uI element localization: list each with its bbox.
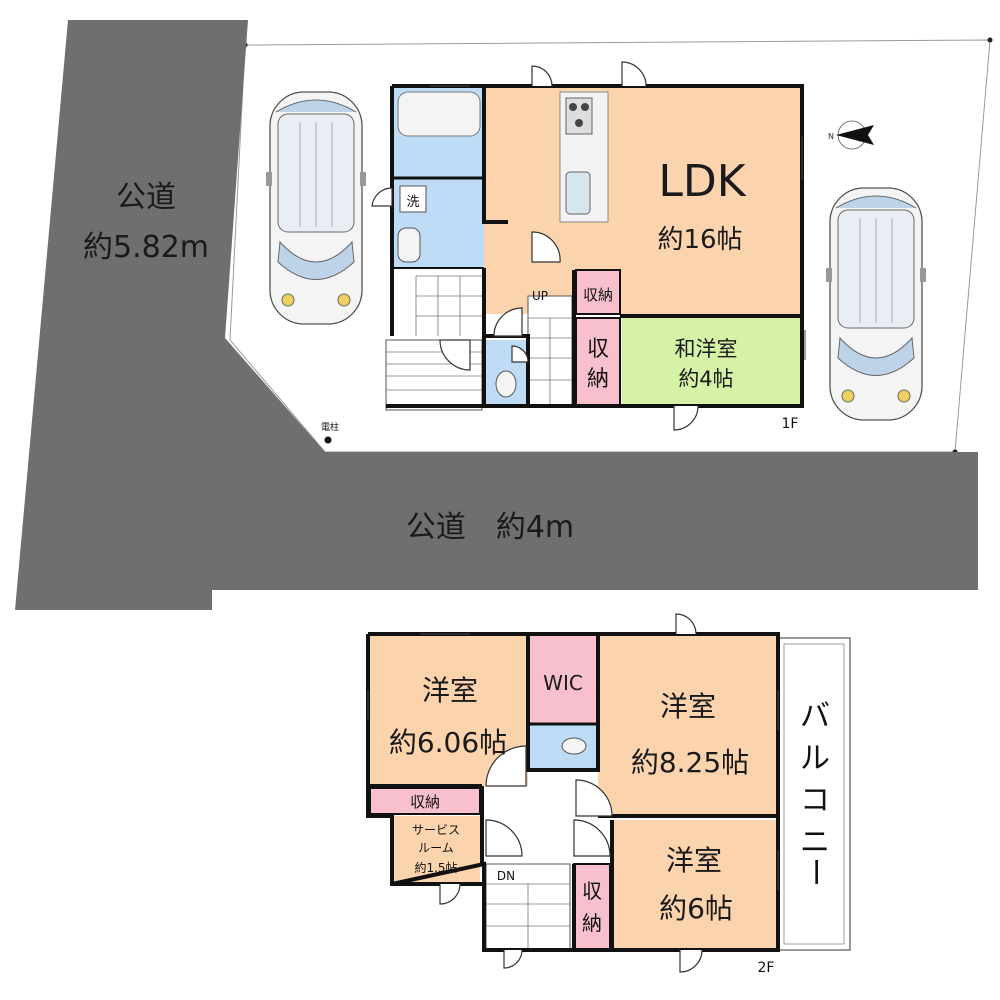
road-bottom-label: 公道 約4m: [406, 510, 574, 545]
balcony: [777, 637, 851, 951]
entrance-hall: [394, 268, 484, 336]
floor-2f: 洋室 約6.06帖 WIC 洋室 約8.25帖 収納 サービス ルーム 約1.5…: [366, 613, 851, 976]
utility-pole: 電柱: [321, 421, 339, 444]
wic-label: WIC: [543, 671, 583, 695]
room-wic: [528, 636, 598, 724]
room-ldk: [484, 88, 802, 314]
road-left-width: 約5.82m: [83, 230, 209, 265]
basin-icon: [397, 227, 421, 263]
floor-1f: 洗 UP 収納 収 納: [371, 61, 806, 432]
car-left-icon: [266, 91, 366, 325]
svg-text:コ: コ: [800, 783, 830, 818]
floor-1f-label: 1F: [782, 416, 799, 432]
road-left-name: 公道: [116, 180, 176, 215]
room-a-name: 洋室: [422, 674, 478, 707]
svg-text:N: N: [828, 132, 834, 141]
svg-text:納: 納: [582, 911, 602, 935]
public-road-left: [15, 20, 978, 610]
room-b-size: 約8.25帖: [631, 746, 749, 779]
room-a-size: 約6.06帖: [389, 726, 507, 759]
storage-2f-tall: [573, 863, 611, 951]
utility-pole-label: 電柱: [321, 421, 339, 433]
bathtub-icon: [397, 91, 481, 137]
service-room-line2: ルーム: [418, 841, 454, 855]
storage-1f-tall: [575, 317, 621, 407]
stairs-dn-label: DN: [497, 869, 515, 883]
washer-label: 洗: [406, 195, 419, 210]
service-room-line3: 約1.5帖: [414, 860, 457, 875]
room-c-name: 洋室: [666, 844, 722, 877]
room-western-c: [612, 820, 778, 950]
room-japanese-western: [622, 318, 802, 406]
svg-text:ル: ル: [800, 741, 830, 776]
service-room-line1: サービス: [412, 823, 460, 837]
svg-text:ニ: ニ: [800, 825, 830, 860]
service-room: [392, 816, 480, 882]
svg-text:納: 納: [587, 367, 609, 392]
toilet-2f-icon: [561, 737, 587, 755]
ldk-name: LDK: [658, 156, 746, 207]
north-arrow-icon: N: [828, 120, 874, 150]
svg-text:収: 収: [587, 337, 609, 362]
japanese-room-size: 約4帖: [678, 367, 733, 391]
room-c-size: 約6帖: [659, 892, 733, 925]
storage-1f-small: [575, 269, 621, 315]
svg-text:収納: 収納: [583, 286, 613, 304]
storage-2f-label: 収納: [410, 793, 440, 811]
room-b-name: 洋室: [660, 690, 716, 723]
utility-pole-icon: [324, 436, 332, 444]
stairs-up-label: UP: [532, 289, 548, 303]
svg-text:ー: ー: [797, 857, 832, 887]
balcony-label: バ ル コ ニ ー: [797, 699, 832, 887]
room-western-b: [598, 636, 778, 816]
svg-text:収: 収: [582, 879, 602, 903]
ldk-size: 約16帖: [657, 225, 742, 255]
japanese-room-name: 和洋室: [675, 337, 738, 361]
car-right-icon: [826, 187, 926, 421]
toilet-icon: [495, 370, 517, 398]
floor-2f-label: 2F: [758, 960, 775, 976]
sink-icon: [565, 171, 591, 215]
stove-icon: [565, 97, 593, 135]
svg-text:バ: バ: [800, 699, 830, 734]
